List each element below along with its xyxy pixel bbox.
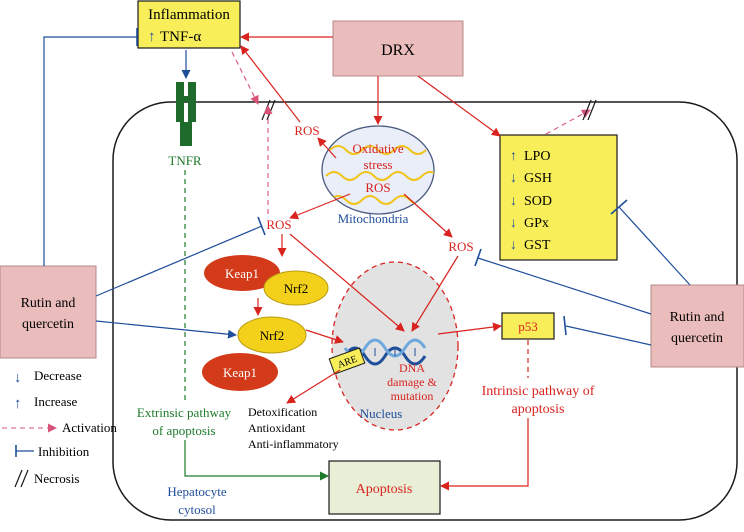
rutin-quercetin-left-box: Rutin and quercetin	[0, 265, 97, 359]
arrow-rutin-to-nrf2	[95, 320, 237, 339]
rutin-right-label-2: quercetin	[671, 331, 723, 346]
mitochondria-label: Mitochondria	[338, 211, 409, 226]
inhibit-rutin-to-p53	[565, 325, 652, 346]
extrinsic-pathway-label-2: of apoptosis	[152, 423, 215, 438]
arrow-mito-to-ros-right	[403, 193, 453, 238]
inhibit-bar	[257, 216, 266, 236]
necrosis-mark-right	[582, 99, 597, 121]
oxidative-stress-label-2: stress	[364, 157, 393, 172]
ros-mid-label: ROS	[266, 217, 291, 232]
mitochondria: Oxidative stress ROS	[321, 125, 435, 215]
keap1-top-ellipse: Keap1	[204, 255, 280, 291]
inhibit-bar	[563, 315, 567, 336]
oxidative-markers-box: ↑ LPO ↓ GSH ↓ SOD ↓ GPx ↓ GST	[499, 134, 618, 261]
drx-label: DRX	[381, 42, 415, 59]
inhibit-bar	[610, 199, 628, 215]
arrow-markers-necrosis	[545, 109, 591, 135]
apoptosis-label: Apoptosis	[356, 482, 413, 497]
nrf2-top-label: Nrf2	[284, 281, 309, 296]
decrease-arrow-icon: ↓	[510, 238, 517, 253]
marker-gst: GST	[524, 238, 551, 253]
arrow-mito-to-ros-top	[317, 137, 337, 159]
inhibit-rutin-to-markers	[618, 206, 691, 286]
keap1-bottom-ellipse: Keap1	[202, 353, 278, 391]
arrow-drx-to-markers	[417, 75, 501, 137]
legend-activation-label: Activation	[62, 420, 117, 435]
extrinsic-pathway-label-1: Extrinsic pathway	[137, 405, 232, 420]
rutin-right-label-1: Rutin and	[670, 310, 725, 325]
rutin-left-label-2: quercetin	[22, 317, 74, 332]
nrf2-top-ellipse: Nrf2	[263, 270, 329, 306]
marker-lpo: LPO	[524, 149, 550, 164]
legend: ↓ Decrease ↑ Increase Activation Inhibit…	[2, 368, 117, 488]
inhibit-rutin-to-ros	[95, 225, 263, 297]
antioxidant-label: Antioxidant	[248, 421, 306, 435]
legend-decrease-icon: ↓	[14, 370, 22, 386]
arrow-dna-to-p53	[437, 322, 502, 335]
increase-arrow-icon: ↑	[510, 149, 517, 164]
inhibit-bar	[474, 248, 482, 267]
nrf2-mid-label: Nrf2	[260, 328, 285, 343]
inhibit-rutin-to-inflammation	[43, 36, 137, 266]
legend-inhibition-label: Inhibition	[38, 444, 90, 459]
intrinsic-pathway-label-2: apoptosis	[512, 402, 565, 417]
decrease-arrow-icon: ↓	[510, 194, 517, 209]
inflammation-box: Inflammation ↑ TNF-α	[137, 0, 241, 49]
decrease-arrow-icon: ↓	[510, 216, 517, 231]
oxidative-stress-label: Oxidative	[352, 141, 403, 156]
hepatocyte-label-1: Hepatocyte	[167, 484, 226, 499]
arrow-extrinsic-to-apoptosis	[184, 440, 329, 481]
increase-arrow-icon: ↑	[148, 29, 156, 45]
arrow-mito-to-ros-mid	[289, 193, 351, 220]
inflammation-label: Inflammation	[148, 7, 230, 23]
rutin-quercetin-right-box: Rutin and quercetin	[650, 284, 744, 368]
legend-increase-label: Increase	[34, 394, 78, 409]
ros-mito-label: ROS	[365, 180, 390, 195]
drx-box: DRX	[332, 20, 464, 77]
p53-label: p53	[518, 319, 538, 334]
arrow-inflammation-necrosis	[231, 51, 259, 105]
nucleus: ARE DNA damage & mutation Nucleus	[328, 261, 459, 431]
legend-increase-icon: ↑	[14, 396, 22, 412]
legend-decrease-label: Decrease	[34, 368, 82, 383]
inhibit-rutin-to-ros-right	[477, 257, 652, 315]
nucleus-label: Nucleus	[360, 406, 403, 421]
marker-gsh: GSH	[524, 171, 552, 186]
ros-right-label: ROS	[448, 239, 473, 254]
nrf2-mid-ellipse: Nrf2	[237, 316, 307, 354]
dna-damage-label-2: damage &	[387, 375, 437, 389]
ros-top-label: ROS	[294, 123, 319, 138]
hepatocyte-label-2: cytosol	[178, 502, 216, 517]
tnfr-label: TNFR	[168, 153, 202, 168]
apoptosis-box: Apoptosis	[328, 460, 441, 515]
dna-damage-label-1: DNA	[399, 361, 425, 375]
p53-box: p53	[501, 312, 555, 340]
arrow-ros-right-to-dna	[411, 255, 459, 332]
keap1-bottom-label: Keap1	[223, 365, 257, 380]
decrease-arrow-icon: ↓	[510, 171, 517, 186]
dna-damage-label-3: mutation	[391, 389, 434, 403]
arrow-are-to-detox	[286, 369, 341, 404]
are-tag: ARE	[328, 347, 366, 375]
keap1-top-label: Keap1	[225, 266, 259, 281]
anti-inflammatory-label: Anti-inflammatory	[248, 437, 339, 451]
tnfr-receptor-icon	[176, 82, 196, 146]
detoxification-label: Detoxification	[248, 405, 317, 419]
tnf-alpha-label: TNF-α	[160, 29, 201, 45]
marker-sod: SOD	[524, 194, 552, 209]
rutin-left-label-1: Rutin and	[21, 296, 76, 311]
intrinsic-pathway-label-1: Intrinsic pathway of	[482, 384, 595, 399]
arrow-intrinsic-to-apoptosis	[440, 418, 529, 491]
arrow-ros-mid-to-dna	[289, 233, 405, 332]
legend-necrosis-icon	[14, 469, 29, 488]
arrow-nrf2-to-are	[305, 329, 344, 344]
legend-necrosis-label: Necrosis	[34, 471, 80, 486]
marker-gpx: GPx	[524, 216, 549, 231]
arrow-ros-to-inflammation	[240, 45, 301, 123]
legend-inhibition-icon	[15, 445, 34, 457]
